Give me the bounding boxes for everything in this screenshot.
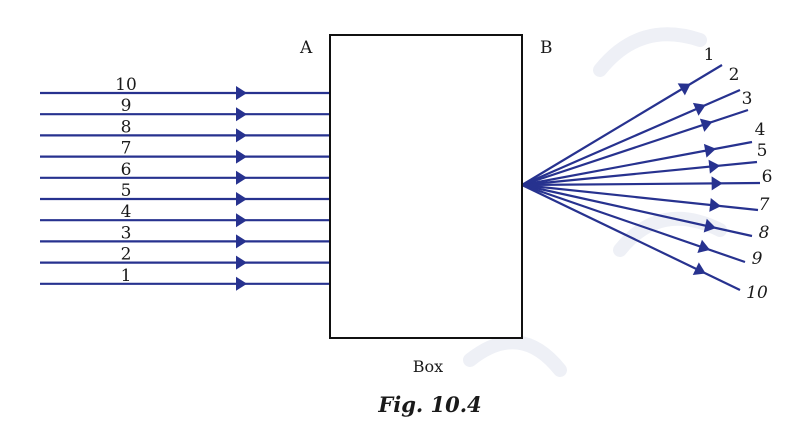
arrowhead-icon <box>236 255 247 270</box>
outgoing-rays <box>521 64 761 291</box>
arrowhead-icon <box>703 218 716 233</box>
incoming-ray-label: 2 <box>121 245 132 265</box>
arrowhead-icon <box>708 159 721 174</box>
arrowhead-icon <box>677 83 691 96</box>
figure-caption: Fig. 10.4 <box>377 392 481 417</box>
incoming-ray-label: 1 <box>121 266 132 286</box>
outgoing-ray-label: 1 <box>704 45 715 65</box>
arrowhead-icon <box>711 176 723 191</box>
outgoing-ray-label: 9 <box>752 249 763 269</box>
arrowhead-icon <box>236 149 247 164</box>
arrowhead-icon <box>692 102 706 116</box>
outgoing-ray-label: 10 <box>746 283 768 303</box>
arrowhead-icon <box>236 86 247 100</box>
outgoing-ray-label: 7 <box>759 195 770 215</box>
outgoing-ray-label: 8 <box>759 223 770 243</box>
arrowhead-icon <box>236 128 247 143</box>
corner-label-a: A <box>299 38 313 58</box>
incoming-ray-label: 8 <box>121 117 132 137</box>
arrowhead-icon <box>236 107 247 122</box>
outgoing-ray-label: 5 <box>757 141 768 161</box>
outgoing-ray-label: 4 <box>755 120 766 140</box>
arrowhead-icon <box>692 262 706 276</box>
arrowhead-icon <box>703 143 717 158</box>
incoming-rays <box>40 86 330 291</box>
arrowhead-icon <box>709 197 721 212</box>
incoming-ray-label: 3 <box>121 223 132 243</box>
arrowhead-icon <box>236 192 247 206</box>
outgoing-ray-label: 3 <box>742 89 753 109</box>
incoming-ray-label: 10 <box>115 75 137 95</box>
arrowhead-icon <box>236 170 247 185</box>
incoming-ray-label: 5 <box>121 181 132 201</box>
arrowhead-icon <box>699 118 713 132</box>
outgoing-ray-label: 2 <box>729 65 740 85</box>
incoming-ray-label: 9 <box>121 96 132 116</box>
incoming-ray-label: 7 <box>121 139 132 159</box>
incoming-ray-label: 4 <box>121 202 132 222</box>
outgoing-ray <box>521 88 741 187</box>
outgoing-ray <box>521 184 741 291</box>
outgoing-ray-label: 6 <box>762 167 773 187</box>
box-label: Box <box>413 357 443 376</box>
box-rectangle <box>329 34 523 339</box>
corner-label-b: B <box>540 38 553 58</box>
arrowhead-icon <box>236 276 247 291</box>
outgoing-ray <box>521 181 761 187</box>
arrowhead-icon <box>236 234 247 249</box>
arrowhead-icon <box>236 213 247 228</box>
incoming-ray-label: 6 <box>121 160 132 180</box>
arrowhead-icon <box>697 239 711 253</box>
